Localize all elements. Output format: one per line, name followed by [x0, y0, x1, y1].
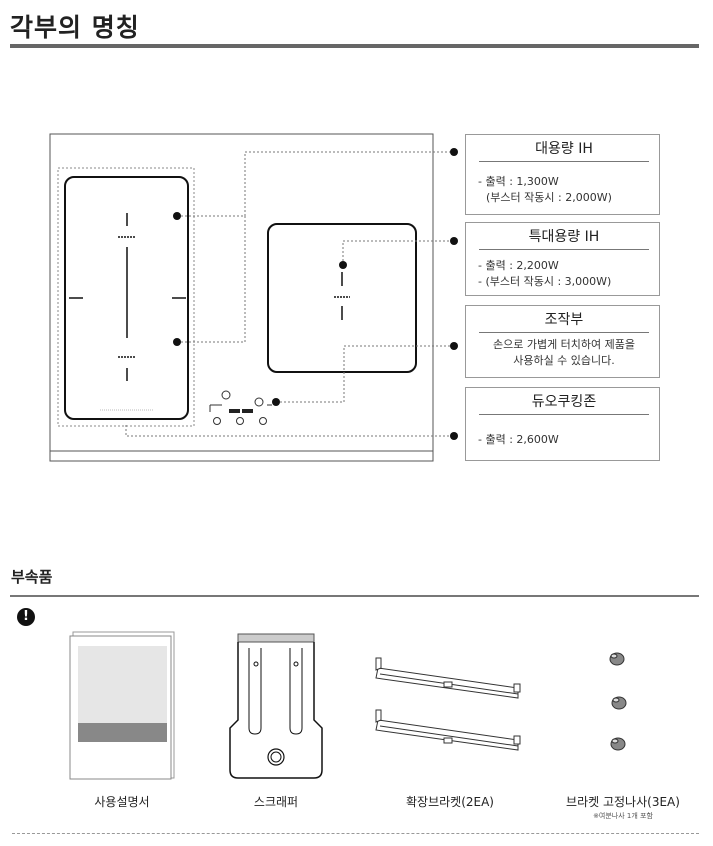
manual-icon — [69, 631, 175, 780]
callout-duo-zone: 듀오쿠킹존 - 출력 : 2,600W — [465, 387, 660, 461]
title-divider — [10, 44, 699, 48]
callout-title: 듀오쿠킹존 — [479, 392, 649, 415]
callout-line: - 출력 : 1,300W — [478, 175, 559, 188]
screw-icon — [610, 737, 626, 751]
caption-manual: 사용설명서 — [94, 795, 150, 809]
caption-scraper: 스크래퍼 — [253, 795, 299, 809]
caption-brackets: 확장브라켓(2EA) — [406, 795, 494, 809]
cooktop-body — [49, 133, 434, 462]
exclamation-circle-icon: ! — [17, 608, 35, 626]
caption-screws: 브라켓 고정나사(3EA) — [566, 795, 680, 809]
accessories-title: 부속품 — [11, 568, 53, 586]
bottom-divider — [12, 833, 699, 834]
bracket-icon — [375, 657, 521, 699]
callout-line: 사용하실 수 있습니다. — [513, 354, 615, 367]
callout-title: 대용량 IH — [479, 139, 649, 162]
caption-screws-note: ※여분나사 1개 포함 — [593, 812, 653, 820]
callout-line: - 출력 : 2,600W — [478, 433, 559, 446]
large-ih-zone — [64, 176, 189, 420]
scraper-icon — [229, 633, 323, 779]
xl-ih-zone — [267, 223, 417, 373]
callout-dots — [173, 148, 458, 440]
leader-lines — [125, 151, 454, 437]
screw-icon — [611, 696, 627, 710]
accessories-divider — [10, 595, 699, 597]
callout-title: 조작부 — [479, 310, 649, 333]
control-panel — [209, 390, 272, 425]
callout-large-ih: 대용량 IH - 출력 : 1,300W (부스터 작동시 : 2,000W) — [465, 134, 660, 215]
callout-line: 손으로 가볍게 터치하여 제품을 — [492, 338, 636, 351]
callout-line: - (부스터 작동시 : 3,000W) — [478, 275, 612, 288]
screw-icon — [609, 652, 625, 666]
callout-control-panel: 조작부 손으로 가볍게 터치하여 제품을 사용하실 수 있습니다. — [465, 305, 660, 378]
callout-title: 특대용량 IH — [479, 227, 649, 250]
callout-line: - 출력 : 2,200W — [478, 259, 559, 272]
callout-line: (부스터 작동시 : 2,000W) — [486, 191, 612, 204]
page-title: 각부의 명칭 — [10, 13, 140, 42]
bracket-icon — [375, 709, 521, 751]
callout-xl-ih: 특대용량 IH - 출력 : 2,200W - (부스터 작동시 : 3,000… — [465, 222, 660, 296]
